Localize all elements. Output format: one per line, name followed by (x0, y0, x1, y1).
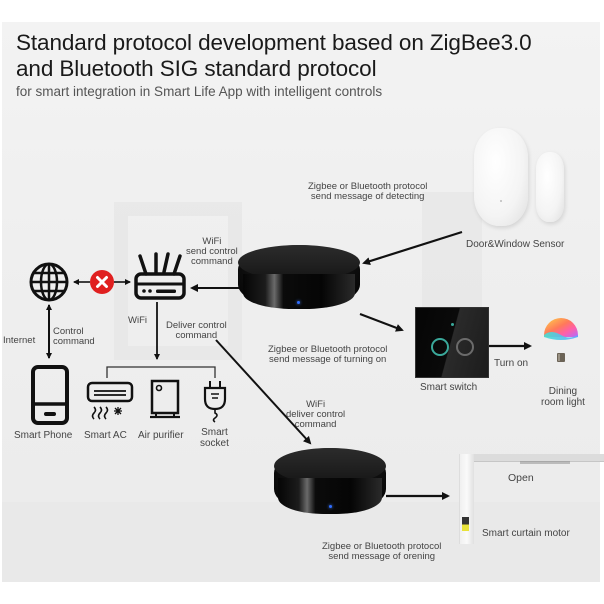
hub-top-label: WiFi send control command (186, 236, 238, 267)
color-bulb-icon (544, 318, 578, 362)
door-sensor-label: Door&Window Sensor (466, 239, 565, 250)
page-subtitle: for smart integration in Smart Life App … (16, 84, 383, 99)
turn-on-label: Turn on (494, 358, 529, 369)
hub-side (278, 477, 382, 514)
bulb-label: Dining room light (541, 386, 585, 408)
curtain-rail-marks (520, 461, 570, 464)
curtain-motor-indicator-icon (462, 517, 469, 531)
hub-device-bottom (274, 448, 386, 514)
hub-bottom-label: WiFi deliver control command (286, 399, 346, 430)
background-frame (114, 202, 242, 360)
door-sensor-magnet (536, 152, 564, 222)
curtain-motor-label: Smart curtain motor (482, 528, 570, 539)
background-block (2, 502, 600, 582)
router-icon (134, 252, 186, 300)
globe-icon (29, 262, 69, 302)
arrow-router-hub-bottom (215, 339, 312, 445)
curtain-state-label: Open (508, 472, 534, 484)
deliver-control-label: Deliver control command (166, 320, 227, 341)
device-label-smart-phone: Smart Phone (14, 430, 73, 441)
device-label-smart-socket: Smart socket (200, 427, 229, 449)
hub-to-switch-label: Zigbee or Bluetooth protocol send messag… (268, 344, 388, 365)
internet-label: Internet (3, 335, 36, 346)
arrow-sensor-hub (362, 230, 463, 266)
device-label-smart-ac: Smart AC (84, 430, 127, 441)
page-title: Standard protocol development based on Z… (16, 30, 532, 82)
hub-led-icon (297, 301, 300, 304)
switch-indicator-icon (451, 323, 454, 326)
arrow-hub-switch (359, 312, 404, 332)
router-label: WiFi (128, 315, 147, 326)
smart-switch-label: Smart switch (420, 382, 478, 393)
switch-button-left (431, 338, 449, 356)
switch-button-right (456, 338, 474, 356)
red-x-icon (90, 270, 114, 294)
title-line-2: and Bluetooth SIG standard protocol (16, 56, 377, 81)
smart-switch-device (415, 307, 489, 378)
title-line-1: Standard protocol development based on Z… (16, 30, 532, 55)
hub-led-icon (329, 505, 332, 508)
air-purifier-icon (150, 379, 180, 419)
control-command-label: Control command (53, 326, 95, 347)
smartphone-icon (31, 365, 69, 425)
door-sensor-main (474, 128, 528, 226)
hub-device-top (238, 245, 360, 309)
device-label-air-purifier: Air purifier (138, 430, 184, 441)
hub-to-curtain-label: Zigbee or Bluetooth protocol send messag… (322, 541, 442, 562)
air-conditioner-icon (86, 381, 134, 420)
sensor-led-icon (500, 200, 502, 202)
sensor-to-hub-label: Zigbee or Bluetooth protocol send messag… (308, 181, 428, 202)
plug-socket-icon (203, 381, 227, 423)
device-bracket (106, 366, 216, 378)
